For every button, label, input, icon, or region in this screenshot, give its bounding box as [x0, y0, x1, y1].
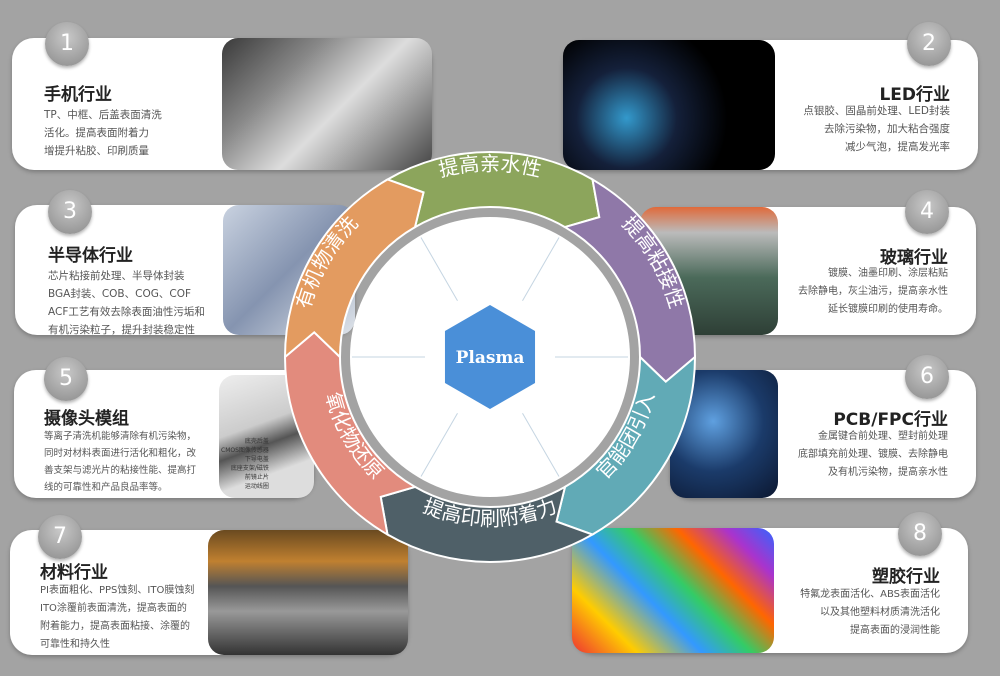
card-plastic: 塑胶行业 特氟龙表面活化、ABS表面活化 以及其他塑料材质清洗活化 提高表面的浸… [572, 528, 968, 653]
number-badge: 1 [45, 22, 89, 66]
camera-part-labels: 底壳后盖 CMOS图像传感器 下导电盖 底座支架/磁铁 前镜止片 运动线圈 [221, 438, 269, 490]
number-badge: 2 [907, 22, 951, 66]
card-desc: 芯片粘接前处理、半导体封装 BGA封装、COB、COG、COF ACF工艺有效去… [48, 270, 205, 336]
card-title: 摄像头模组 [44, 409, 129, 429]
card-title: 材料行业 [40, 563, 108, 583]
led-strip-photo [563, 40, 775, 170]
card-desc: PI表面粗化、PPS蚀刻、ITO膜蚀刻 ITO涂覆前表面清洗，提高表面的 附着能… [40, 585, 195, 650]
spoke-line [522, 237, 560, 301]
number-badge: 5 [44, 357, 88, 401]
card-desc: TP、中框、后盖表面清洗 活化。提高表面附着力 增提升粘胶、印刷质量 [44, 109, 162, 157]
card-desc: 特氟龙表面活化、ABS表面活化 以及其他塑料材质清洗活化 提高表面的浸润性能 [800, 589, 940, 636]
card-phone: 手机行业 TP、中框、后盖表面清洗 活化。提高表面附着力 增提升粘胶、印刷质量 [12, 38, 432, 170]
card-led: LED行业 点银胶、固晶前处理、LED封装 去除污染物，加大粘合强度 减少气泡，… [563, 40, 978, 170]
card-desc: 等离子清洗机能够清除有机污染物， 同时对材料表面进行活化和粗化，改 善支架与滤光… [44, 431, 197, 493]
center-label: Plasma [456, 348, 525, 368]
number-badge: 8 [898, 512, 942, 556]
plasma-hexagon [444, 305, 536, 409]
spoke-line [522, 413, 560, 477]
card-desc: 点银胶、固晶前处理、LED封装 去除污染物，加大粘合强度 减少气泡，提高发光率 [803, 105, 950, 153]
card-title: LED行业 [879, 85, 950, 105]
number-badge: 6 [905, 355, 949, 399]
steel-coils-photo [208, 530, 408, 655]
card-title: 手机行业 [44, 85, 112, 105]
spoke-line [420, 413, 458, 477]
card-glass: 玻璃行业 镀膜、油墨印刷、涂层粘贴 去除静电，灰尘油污，提高亲水性 延长镀膜印刷… [640, 207, 976, 335]
ring-segment [283, 178, 425, 360]
card-desc: 镀膜、油墨印刷、涂层粘贴 去除静电，灰尘油污，提高亲水性 延长镀膜印刷的使用寿命… [798, 268, 948, 315]
spoke-line [420, 237, 458, 301]
card-desc: 金属键合前处理、塑封前处理 底部填充前处理、镀膜、去除静电 及有机污染物，提高亲… [798, 431, 948, 478]
number-badge: 3 [48, 190, 92, 234]
number-badge: 4 [905, 190, 949, 234]
card-title: 玻璃行业 [880, 248, 948, 268]
card-title: 塑胶行业 [872, 567, 940, 587]
card-title: 半导体行业 [48, 246, 133, 266]
smartphones-photo [222, 38, 432, 170]
plastic-pellets-photo [572, 528, 774, 653]
number-badge: 7 [38, 515, 82, 559]
card-title: PCB/FPC行业 [833, 410, 948, 430]
